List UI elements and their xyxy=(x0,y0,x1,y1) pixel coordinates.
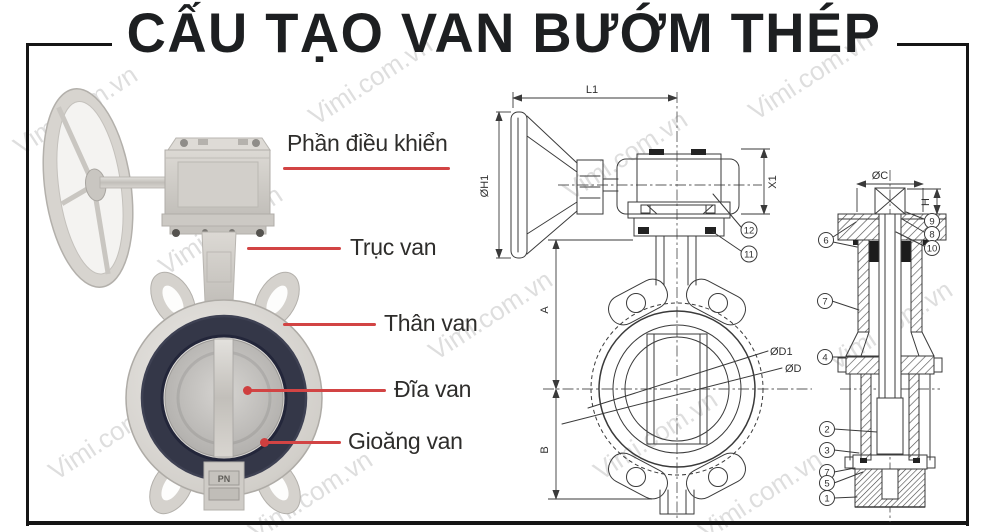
dim-oh1-label: ØH1 xyxy=(479,175,491,198)
leader-dot-valve-disc xyxy=(243,386,252,395)
section-view-drawing: ØC H xyxy=(817,170,947,522)
label-valve-body: Thân van xyxy=(384,310,478,336)
bottom-tab: PN xyxy=(203,461,245,511)
callout-11: 11 xyxy=(744,250,754,261)
callout-7: 7 xyxy=(822,297,827,308)
leader-line-valve-gasket xyxy=(264,441,341,444)
dim-x1-label: X1 xyxy=(767,175,779,188)
label-valve-gasket: Gioăng van xyxy=(348,428,463,454)
frame-bottom-line xyxy=(26,521,969,525)
callout-9: 9 xyxy=(929,217,934,228)
front-view-drawing: L1 ØH1 xyxy=(479,84,812,520)
callout-6: 6 xyxy=(823,236,828,247)
gearbox xyxy=(161,137,275,237)
valve-disc xyxy=(164,338,284,458)
dim-od1-label: ØD1 xyxy=(770,346,793,358)
dim-l1-label: L1 xyxy=(586,84,598,96)
frame-top-right-segment xyxy=(897,43,969,46)
dim-a-label: A xyxy=(539,306,551,314)
callout-12: 12 xyxy=(744,226,755,237)
callout-4: 4 xyxy=(822,353,827,364)
label-valve-disc: Đĩa van xyxy=(394,376,472,402)
callout-2: 2 xyxy=(824,425,829,436)
callout-1: 1 xyxy=(824,494,829,505)
dim-h-label: H xyxy=(920,198,932,206)
neck-nameplate xyxy=(206,251,232,283)
leader-line-valve-disc xyxy=(249,389,386,392)
valve-photo: PN xyxy=(42,88,323,515)
leader-line-valve-body xyxy=(283,323,376,326)
callout-5: 5 xyxy=(824,479,829,490)
label-valve-shaft: Trục van xyxy=(350,234,437,260)
frame-top-left-segment xyxy=(26,43,112,46)
handwheel xyxy=(42,88,134,288)
leader-line-valve-shaft xyxy=(247,247,341,250)
callout-7b: 7 xyxy=(824,468,829,479)
dim-b-label: B xyxy=(539,446,551,453)
dim-oc-label: ØC xyxy=(872,170,889,182)
callout-3: 3 xyxy=(824,446,829,457)
page-title: CẤU TẠO VAN BƯỚM THÉP xyxy=(126,1,882,64)
frame-left-line xyxy=(26,43,29,526)
pn-marking: PN xyxy=(218,474,231,484)
leader-line-control-part xyxy=(283,167,450,170)
leader-dot-valve-gasket xyxy=(260,438,269,447)
frame-right-line xyxy=(966,43,969,526)
label-control-part: Phần điều khiển xyxy=(287,130,448,156)
callout-10: 10 xyxy=(927,244,938,255)
callout-8: 8 xyxy=(929,230,934,241)
wheel-shaft xyxy=(99,176,173,189)
dim-od-label: ØD xyxy=(785,363,802,375)
